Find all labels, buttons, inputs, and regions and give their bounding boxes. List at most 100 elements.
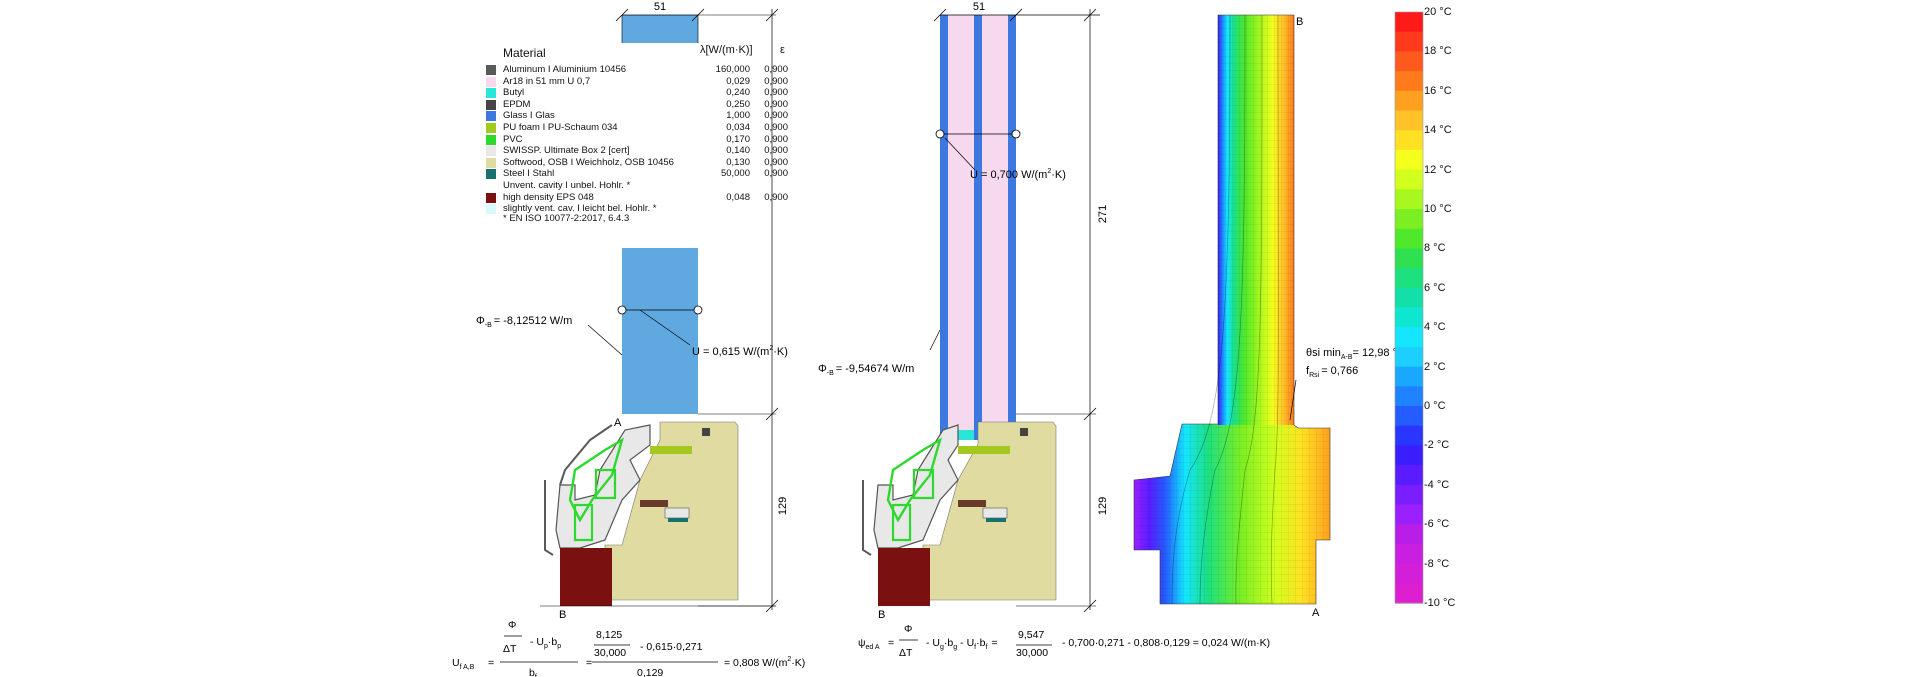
legend-swatch — [486, 134, 496, 145]
color-scale-band — [1395, 12, 1423, 33]
legend-material-name: Unvent. cavity I unbel. Hohlr. * — [503, 180, 631, 191]
panel-2: 51 271 129 B Φ-B= -9,54674 W/m — [818, 1, 1109, 621]
panel1-point-a: A — [614, 417, 622, 429]
glass-inner — [1008, 15, 1016, 440]
legend-lambda: 0,048 — [726, 191, 750, 203]
color-scale-band — [1395, 228, 1423, 249]
legend-material-name: Glass I Glas — [503, 110, 555, 122]
panel2-dim-top: 51 — [973, 1, 985, 13]
legend-lambda: 0,029 — [726, 75, 750, 87]
color-scale-band — [1395, 543, 1423, 565]
svg-text:ψed A: ψed A — [858, 637, 880, 651]
legend-swatch — [486, 123, 496, 133]
color-scale-band — [1395, 484, 1423, 506]
svg-text:= 0,808 W/(m2·K): = 0,808 W/(m2·K) — [724, 656, 805, 669]
panel3-theta-label: θsi minA-B= 12,98 °C — [1306, 347, 1405, 361]
svg-text:ΔT: ΔT — [899, 647, 913, 659]
color-scale-band — [1395, 445, 1423, 466]
svg-text:30,000: 30,000 — [1016, 647, 1048, 659]
panel1-phi-label: Φ-B= -8,12512 W/m — [476, 315, 572, 329]
legend-epsilon: 0,900 — [764, 122, 788, 133]
color-scale-band — [1395, 130, 1423, 151]
legend-lambda: 0,140 — [726, 145, 750, 157]
panel1-dim-top: 51 — [654, 1, 666, 13]
legend-material-name: SWISSP. Ultimate Box 2 [cert] — [503, 145, 630, 157]
equation-2: ψed A = Φ ΔT - Ug·bg- Uf·bf= 9,547 30,00… — [858, 623, 1270, 659]
color-scale-label: -2 °C — [1424, 439, 1450, 452]
panel2-u-label: U = 0,700 W/(m2·K) — [970, 168, 1066, 181]
panel1-point-b: B — [559, 609, 566, 621]
color-scale-label: 16 °C — [1424, 84, 1452, 97]
svg-text:bf: bf — [529, 667, 537, 677]
panel2-dim-lower: 129 — [1097, 497, 1109, 515]
color-scale-band — [1395, 524, 1423, 545]
color-scale-band — [1395, 248, 1423, 269]
glass-sample-top — [622, 15, 698, 43]
panel2-point-b: B — [878, 609, 885, 621]
legend-material-name: Aluminum I Aluminium 10456 — [503, 64, 627, 75]
color-scale-band — [1395, 346, 1423, 368]
svg-text:8,125: 8,125 — [596, 629, 622, 641]
svg-text:- 0,700·0,271 - 0,808·0,129: - 0,700·0,271 - 0,808·0,129 = 0,024 W/(m… — [1062, 637, 1270, 649]
legend-swatch — [486, 204, 496, 215]
legend-material-name: EPDM — [503, 98, 531, 110]
color-scale-band — [1395, 583, 1423, 604]
color-scale-band — [1395, 386, 1423, 407]
color-scale-label: 20 °C — [1424, 6, 1452, 18]
color-scale-label: 18 °C — [1424, 45, 1452, 58]
color-scale-label: 8 °C — [1424, 242, 1446, 255]
color-scale-label: 12 °C — [1424, 163, 1452, 176]
color-scale-band — [1395, 268, 1423, 289]
svg-text:- Up·bp: - Up·bp — [530, 636, 561, 650]
glass-pane-1 — [622, 248, 698, 414]
legend-lambda: 1,000 — [726, 110, 750, 122]
color-scale-band — [1395, 465, 1423, 486]
color-scale-band — [1395, 425, 1423, 446]
panel3-point-b: B — [1296, 16, 1303, 28]
svg-text:0,129: 0,129 — [637, 667, 663, 677]
legend-item: slightly vent. cav. I leicht bel. Hohlr.… — [486, 203, 798, 215]
eps-block-1 — [560, 548, 612, 606]
panel1-dim-side: 129 — [777, 497, 789, 515]
legend-epsilon: 0,900 — [764, 87, 788, 99]
legend-lambda: 160,000 — [715, 64, 750, 75]
color-scale-band — [1395, 71, 1423, 92]
legend-lambda: 0,170 — [726, 133, 750, 145]
svg-text:=: = — [888, 637, 894, 649]
legend-swatch — [486, 181, 496, 191]
color-scale-band — [1395, 189, 1423, 210]
legend-swatch — [486, 76, 496, 87]
color-scale-label: 4 °C — [1424, 321, 1446, 334]
legend-swatch — [486, 157, 496, 168]
panel2-dim-upper: 271 — [1097, 205, 1109, 223]
legend-lambda: 0,240 — [726, 87, 750, 99]
legend-material-name: Butyl — [503, 87, 525, 99]
panel1-u-label: U = 0,615 W/(m2·K) — [692, 345, 788, 358]
panel3-f-label: fRsi= 0,766 — [1306, 365, 1358, 379]
svg-text:- Ug·bg- Uf·bf=: - Ug·bg- Uf·bf= — [926, 637, 998, 651]
legend-epsilon: 0,900 — [764, 98, 788, 110]
legend-material-name: PU foam I PU-Schaum 034 — [503, 122, 618, 133]
color-scale-label: 14 °C — [1424, 124, 1452, 137]
svg-text:30,000: 30,000 — [594, 647, 626, 659]
panel2-phi-label: Φ-B= -9,54674 W/m — [818, 363, 914, 377]
color-scale-band — [1395, 504, 1423, 525]
color-scale — [1395, 12, 1423, 604]
legend-material-name: Steel I Stahl — [503, 168, 555, 180]
glass-outer — [940, 15, 948, 440]
legend-lambda: 50,000 — [720, 168, 750, 180]
equation-1: Uf A,B = Φ ΔT - Up·bp bf = 8,125 30,000 … — [452, 619, 805, 677]
legend-item: Unvent. cavity I unbel. Hohlr. * — [486, 180, 798, 192]
svg-text:Φ: Φ — [508, 619, 516, 631]
color-scale-label: -6 °C — [1424, 518, 1450, 531]
legend-material-name: Softwood, OSB I Weichholz, OSB 10456 — [503, 156, 674, 168]
legend-item: Aluminum I Aluminium 10456 160,000 0,900 — [486, 64, 798, 76]
legend-epsilon: 0,900 — [764, 64, 788, 75]
